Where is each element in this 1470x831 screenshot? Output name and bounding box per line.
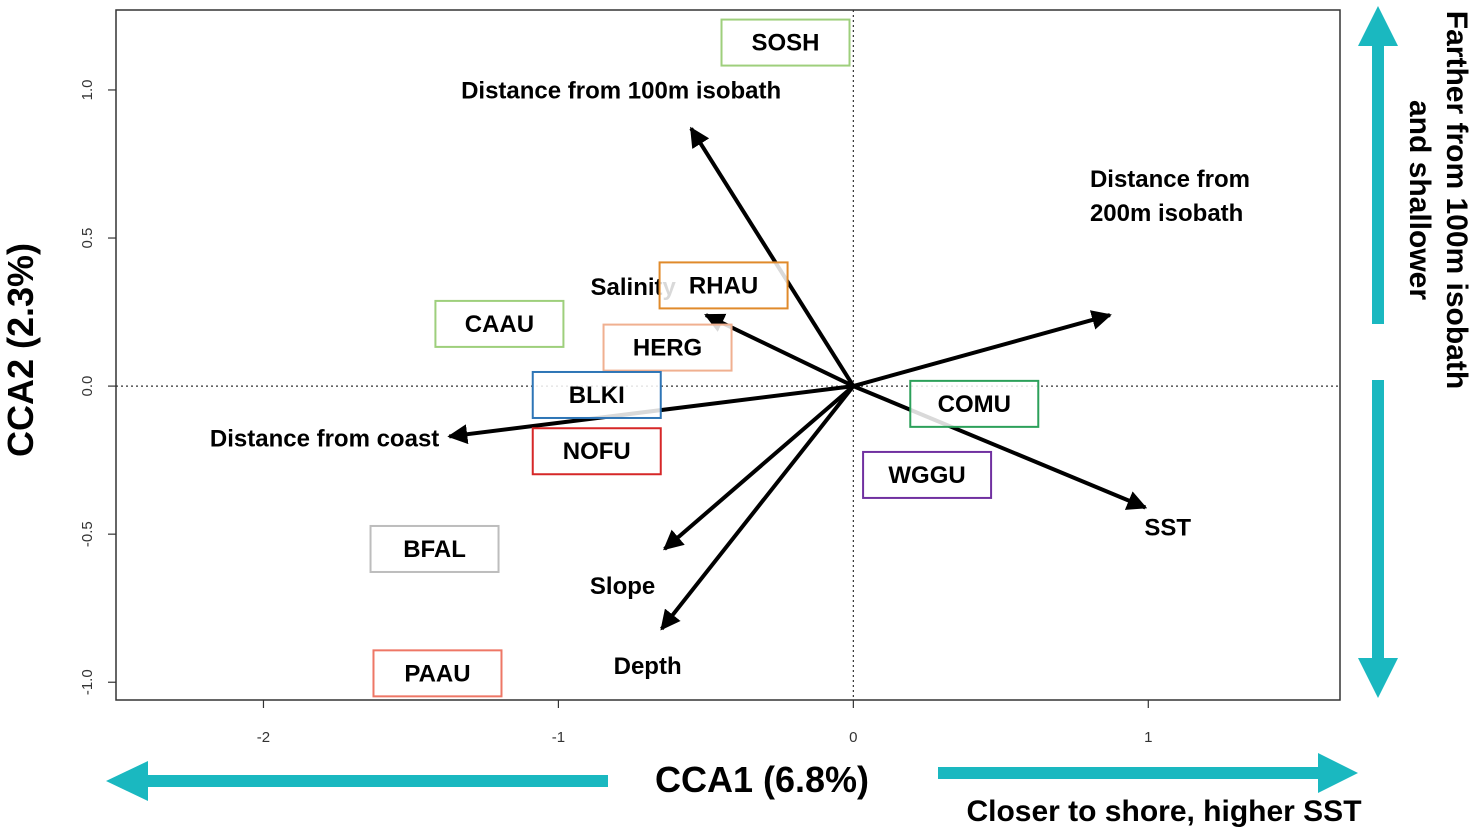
vector-label: Depth: [614, 653, 682, 680]
up-direction-arrow: [1358, 6, 1398, 324]
x-tick-label: -1: [552, 729, 565, 746]
x-axis-title: CCA1 (6.8%): [655, 759, 869, 800]
species-box: [531, 427, 662, 476]
x-axis-ticks: -2 -1 0 1: [257, 700, 1152, 746]
species-label: BLKI: [569, 382, 625, 409]
species-labels: SOSH RHAU CAAU HERG BLKI NOFU COMU WGGU BFAL PAAU: [369, 18, 1040, 698]
species-label: SOSH: [752, 30, 820, 57]
right-annotation-line2: and shallower: [1403, 100, 1436, 300]
right-annotation-line1: Farther from 100m isobath: [1440, 11, 1470, 389]
species-box: [369, 524, 500, 573]
species-label: CAAU: [465, 311, 534, 338]
species-label: RHAU: [689, 272, 758, 299]
y-axis-title: CCA2 (2.3%): [0, 243, 41, 457]
vector-arrow: [660, 384, 855, 631]
species-label: COMU: [938, 391, 1011, 418]
x-tick-label: 0: [849, 729, 857, 746]
species-label: NOFU: [563, 438, 631, 465]
species-label: BFAL: [403, 536, 466, 563]
x-tick-label: 1: [1144, 729, 1152, 746]
x-tick-label: -2: [257, 729, 270, 746]
left-direction-arrow: [106, 761, 608, 801]
down-direction-arrow: [1358, 380, 1398, 698]
right-direction-arrow: [938, 753, 1358, 793]
y-tick-label: 0.5: [79, 228, 96, 249]
vector-label: Distance from coast: [210, 425, 439, 452]
species-box: [720, 18, 851, 67]
right-arrow-annotation: Closer to shore, higher SST: [966, 795, 1361, 828]
y-tick-label: -0.5: [79, 521, 96, 547]
vector-arrow: [689, 126, 856, 388]
vector-arrow: [663, 384, 855, 551]
species-box: [602, 323, 733, 372]
vector-label: SST: [1144, 515, 1191, 542]
species-box: [862, 450, 993, 499]
vector-arrow: [852, 310, 1112, 389]
vector-label: Slope: [590, 573, 655, 600]
plot-frame: [115, 9, 1341, 701]
vector-label: Distance from 100m isobath: [461, 77, 781, 104]
species-label: HERG: [633, 335, 702, 362]
species-box: [658, 261, 789, 310]
y-tick-label: 0.0: [79, 376, 96, 397]
y-axis-ticks: -1.0 -0.5 0.0 0.5 1.0: [79, 80, 116, 695]
species-label: PAAU: [404, 660, 470, 687]
y-tick-label: -1.0: [79, 669, 96, 695]
species-box: [531, 370, 662, 419]
y-tick-label: 1.0: [79, 80, 96, 101]
species-box: [434, 299, 565, 348]
species-box: [909, 379, 1040, 428]
species-label: WGGU: [888, 462, 965, 489]
species-box: [372, 649, 503, 698]
vector-arrow: [852, 384, 1148, 510]
